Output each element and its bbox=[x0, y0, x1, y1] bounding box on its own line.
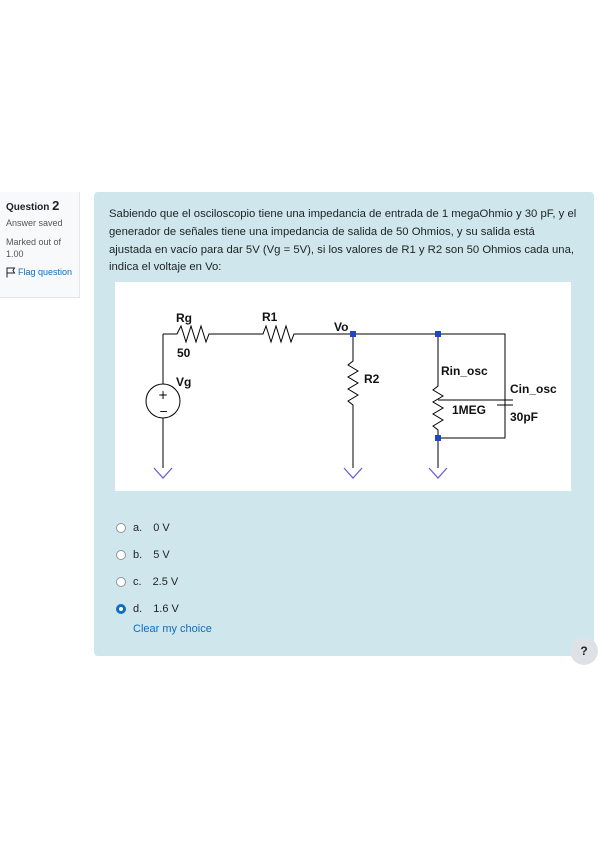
help-button[interactable]: ? bbox=[570, 637, 598, 665]
option-d-text: 1.6 V bbox=[153, 602, 179, 615]
rin-resistor bbox=[432, 334, 444, 468]
question-number-value: 2 bbox=[52, 198, 60, 213]
source-minus: − bbox=[159, 405, 168, 418]
radio-d[interactable] bbox=[116, 603, 126, 614]
capacitor bbox=[497, 399, 513, 406]
flag-question-link[interactable]: Flag question bbox=[6, 266, 79, 278]
question-number: Question 2 bbox=[6, 199, 79, 215]
question-text: Sabiendo que el osciloscopio tiene una i… bbox=[109, 208, 577, 274]
label-cin: Cin_osc bbox=[510, 382, 557, 396]
cap-wire bbox=[438, 400, 506, 439]
label-rin-value: 1MEG bbox=[452, 403, 486, 417]
option-b-letter: b. bbox=[133, 548, 143, 561]
flag-label: Flag question bbox=[18, 267, 73, 277]
option-d-letter: d. bbox=[133, 602, 143, 615]
label-cin-value: 30pF bbox=[510, 410, 538, 424]
option-a[interactable]: a. 0 V bbox=[116, 514, 179, 541]
node-rin-bottom bbox=[435, 435, 441, 441]
question-grade: Marked out of 1.00 bbox=[6, 237, 62, 259]
ground-symbol-rin bbox=[428, 467, 448, 479]
ground-symbol-source bbox=[153, 467, 173, 479]
top-wire bbox=[163, 324, 506, 401]
source-plus: + bbox=[158, 388, 168, 402]
question-state: Answer saved bbox=[6, 218, 63, 228]
question-info: Question 2 Answer saved Marked out of 1.… bbox=[0, 192, 80, 298]
option-c-text: 2.5 V bbox=[152, 575, 179, 588]
label-r2: R2 bbox=[364, 372, 380, 386]
ground-symbol-r2 bbox=[343, 467, 363, 479]
option-a-text: 0 V bbox=[153, 521, 170, 534]
label-vo: Vo bbox=[334, 320, 348, 334]
r2-resistor bbox=[347, 334, 359, 468]
label-r1: R1 bbox=[262, 310, 278, 324]
option-a-letter: a. bbox=[133, 521, 143, 534]
option-b[interactable]: b. 5 V bbox=[116, 541, 179, 568]
label-rin: Rin_osc bbox=[441, 364, 488, 378]
radio-b[interactable] bbox=[116, 549, 126, 560]
label-rg: Rg bbox=[176, 311, 192, 325]
answer-list: a. 0 V b. 5 V c. 2.5 V d. 1.6 V bbox=[116, 514, 179, 622]
question-content: Sabiendo que el osciloscopio tiene una i… bbox=[94, 192, 594, 656]
option-d[interactable]: d. 1.6 V bbox=[116, 595, 179, 622]
clear-choice-link[interactable]: Clear my choice bbox=[133, 623, 212, 635]
flag-icon bbox=[6, 267, 16, 278]
label-vg: Vg bbox=[176, 375, 191, 389]
label-rg-value: 50 bbox=[177, 346, 191, 360]
radio-c[interactable] bbox=[116, 576, 126, 587]
option-c-letter: c. bbox=[133, 575, 142, 588]
option-b-text: 5 V bbox=[153, 548, 170, 561]
radio-a[interactable] bbox=[116, 522, 126, 533]
node-rin-top bbox=[435, 331, 441, 337]
node-vo bbox=[350, 331, 356, 337]
question-label: Question bbox=[6, 202, 50, 213]
circuit-diagram: Rg 50 R1 Vo R2 Vg Rin_osc 1MEG Cin_osc 3… bbox=[115, 282, 571, 491]
option-c[interactable]: c. 2.5 V bbox=[116, 568, 179, 595]
